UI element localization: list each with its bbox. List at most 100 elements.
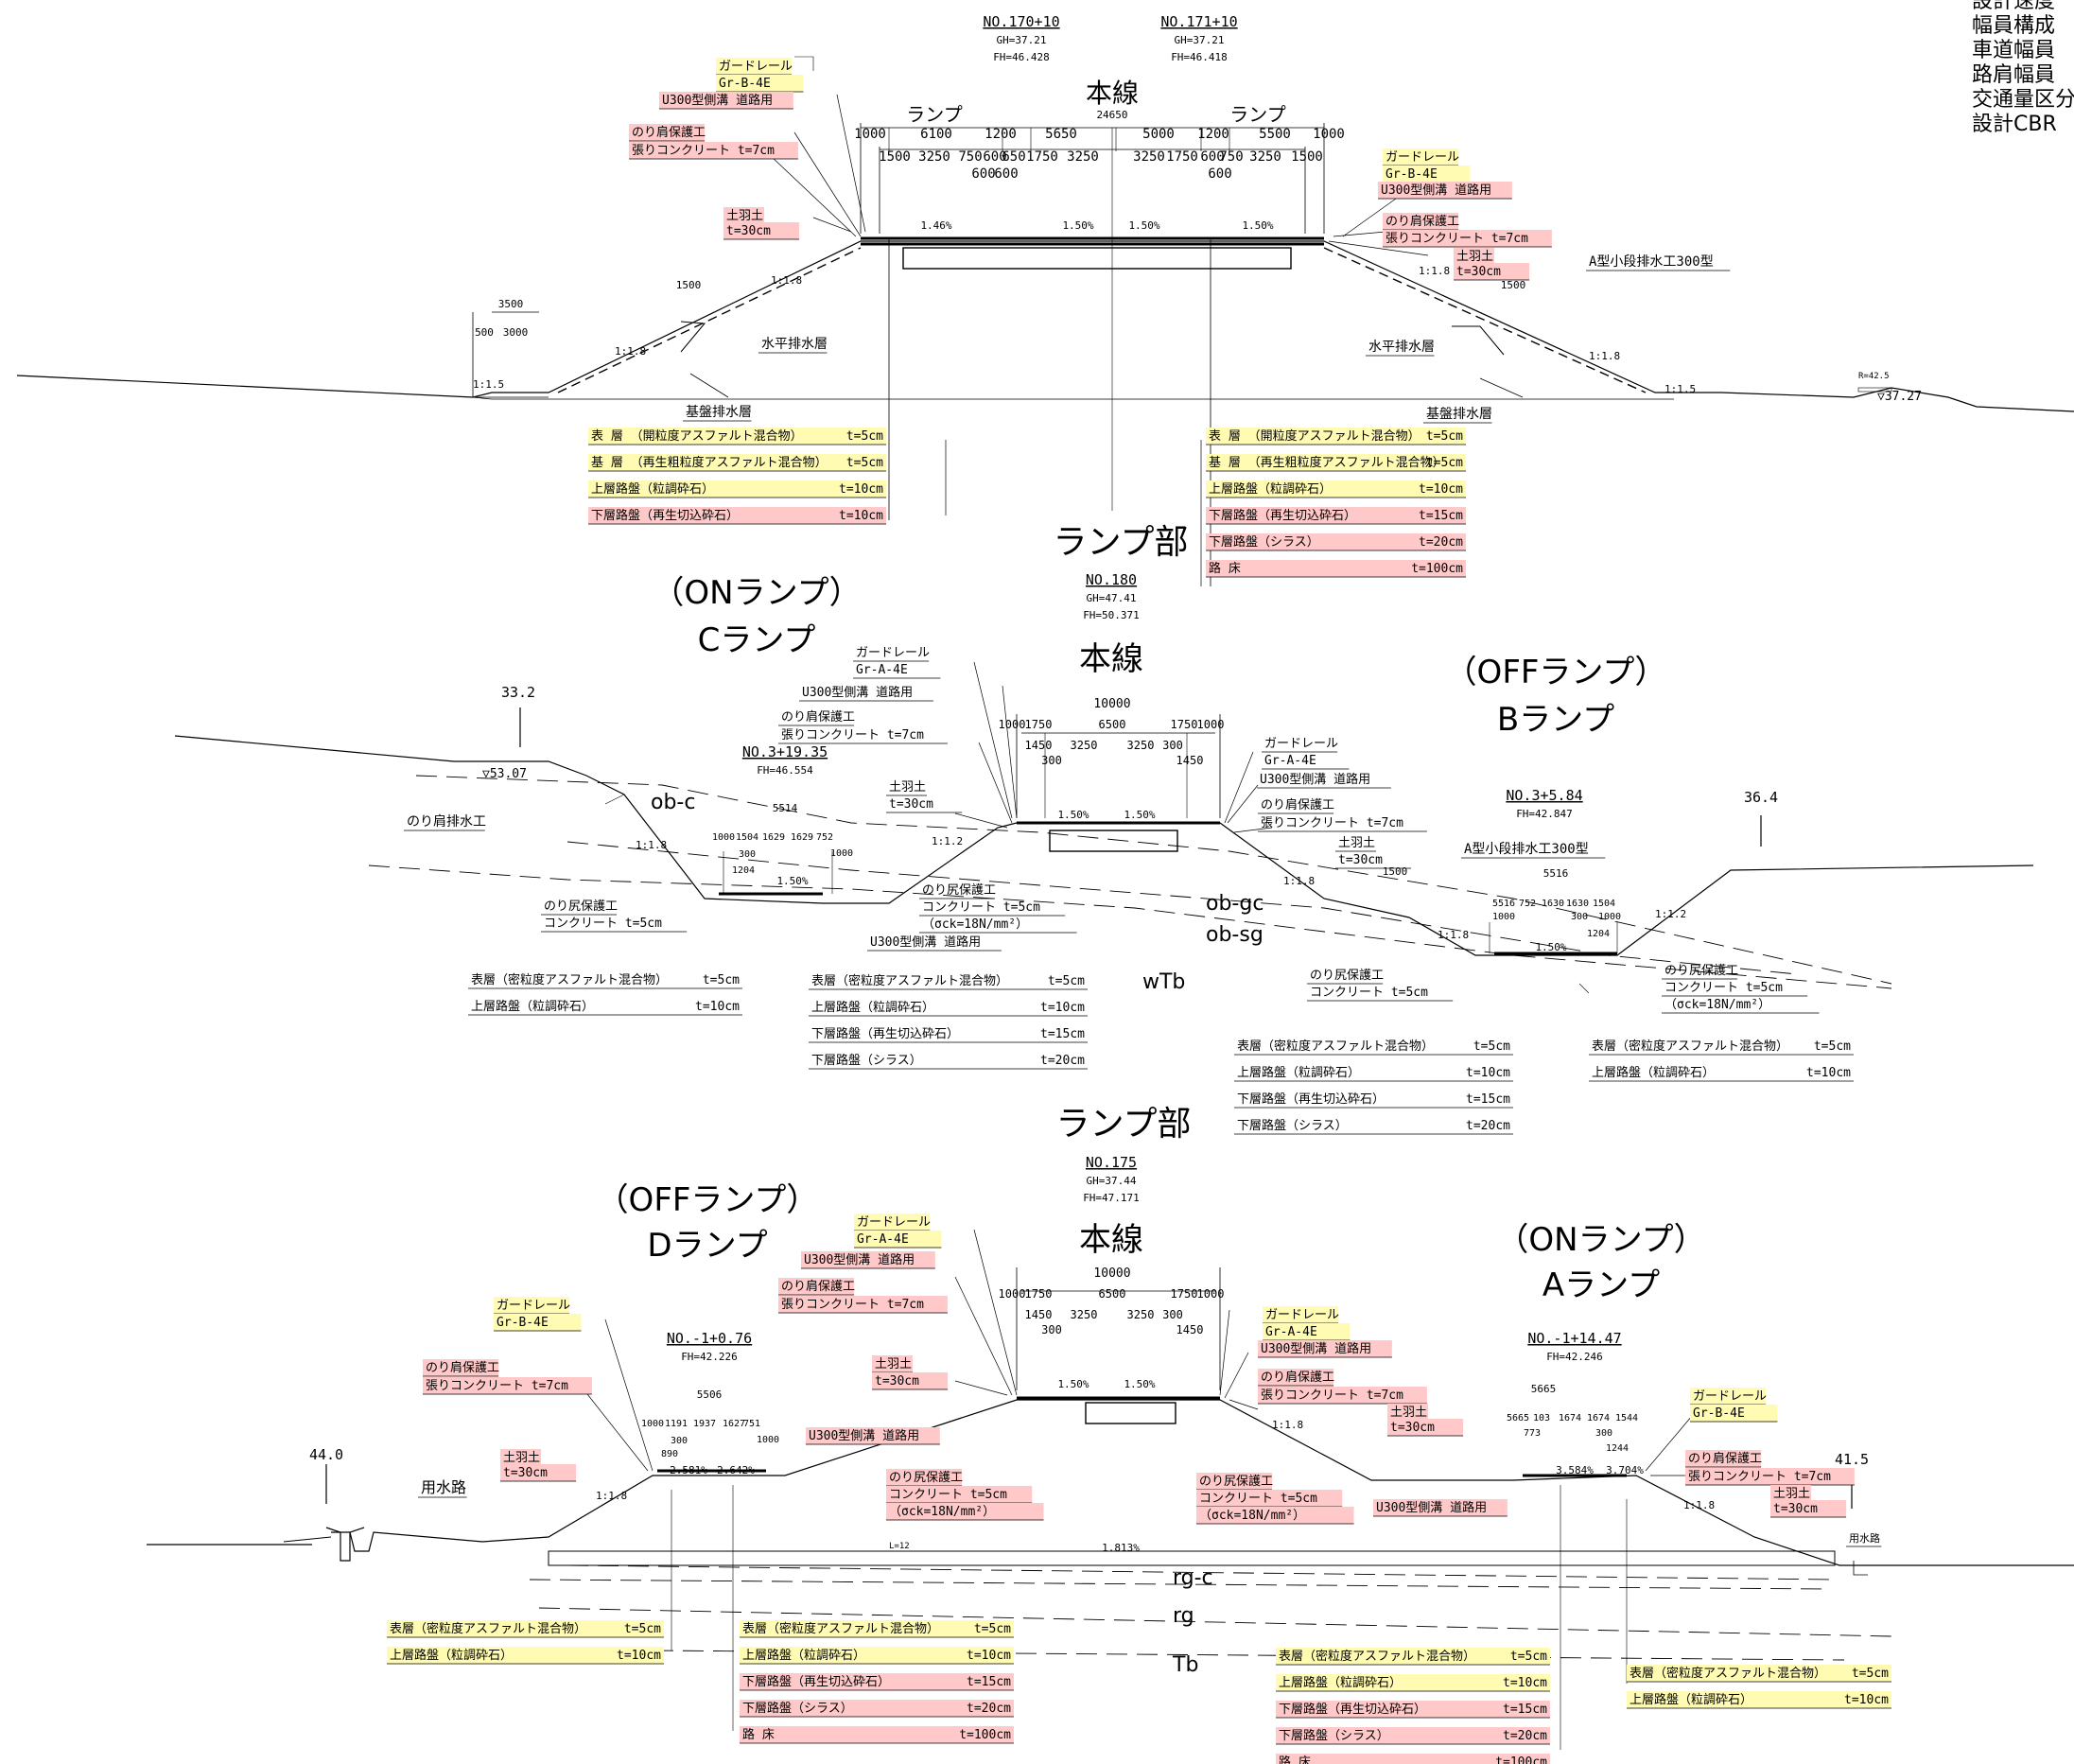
svg-text:t=10cm: t=10cm — [1806, 1066, 1851, 1080]
svg-text:上層路盤（粒調砕石）: 上層路盤（粒調砕石） — [1592, 1065, 1715, 1080]
svg-text:1674: 1674 — [1587, 1413, 1610, 1423]
svg-text:上層路盤（粒調砕石）: 上層路盤（粒調砕石） — [742, 1648, 865, 1663]
svg-text:下層路盤（再生切込砕石）: 下層路盤（再生切込砕石） — [1279, 1702, 1426, 1717]
svg-text:2.581%: 2.581% — [670, 1464, 707, 1476]
svg-text:コンクリート t=5cm: コンクリート t=5cm — [1310, 986, 1428, 1000]
svg-text:1:1.8: 1:1.8 — [596, 1490, 627, 1502]
pavement-layer-row: 下層路盤（再生切込砕石）t=15cm — [809, 1026, 1088, 1043]
svg-text:（ONランプ）: （ONランプ） — [1496, 1221, 1705, 1259]
svg-text:6500: 6500 — [1099, 1287, 1126, 1301]
svg-text:のり尻保護工: のり尻保護工 — [1664, 963, 1738, 978]
svg-text:コンクリート t=5cm: コンクリート t=5cm — [922, 900, 1040, 915]
svg-text:U300型側溝 道路用: U300型側溝 道路用 — [809, 1428, 919, 1443]
svg-text:1630: 1630 — [1566, 899, 1589, 909]
svg-text:▽37.27: ▽37.27 — [1877, 390, 1922, 404]
dimension-text: 1000 — [641, 1419, 664, 1429]
svg-text:t=20cm: t=20cm — [1419, 535, 1463, 550]
pavement-layer-row: 表 層 （開粒度アスファルト混合物）t=5cm — [1206, 428, 1466, 445]
svg-text:t=15cm: t=15cm — [1040, 1027, 1085, 1041]
svg-text:用水路: 用水路 — [421, 1478, 466, 1496]
svg-text:t=5cm: t=5cm — [1510, 1650, 1547, 1664]
design-panel-item: 路肩幅員 — [1972, 63, 2055, 87]
ramp-title: （OFFランプ） — [597, 1181, 819, 1219]
dimension-text: 300 — [671, 1436, 688, 1446]
geology-label: Tb — [1172, 1653, 1198, 1677]
svg-text:A型小段排水工300型: A型小段排水工300型 — [1464, 842, 1589, 857]
svg-text:1450: 1450 — [1025, 1308, 1053, 1321]
callout-label: Gr-A-4E — [853, 663, 941, 679]
callout-label: （σck=18N/mm²） — [919, 917, 1077, 934]
svg-text:のり肩保護工: のり肩保護工 — [632, 125, 706, 140]
dimension-text: 5000 — [1142, 127, 1175, 142]
svg-text:表層（密粒度アスファルト混合物）: 表層（密粒度アスファルト混合物） — [390, 1621, 586, 1636]
svg-text:t=30cm: t=30cm — [1773, 1502, 1818, 1516]
svg-text:1000: 1000 — [1598, 912, 1621, 922]
svg-text:のり尻保護工: のり尻保護工 — [922, 882, 996, 898]
svg-text:300: 300 — [1162, 739, 1183, 752]
svg-text:t=30cm: t=30cm — [1456, 265, 1501, 279]
elevation-text: 36.4 — [1744, 789, 1778, 806]
design-panel-item: 車道幅員 — [1972, 39, 2055, 62]
svg-text:路 床: 路 床 — [1279, 1755, 1311, 1764]
callout-label: 土羽土 — [1387, 1404, 1429, 1422]
callout-label: のり肩保護工 — [1258, 1369, 1334, 1387]
cross-slope-text: 2.642% — [717, 1464, 755, 1476]
svg-text:1450: 1450 — [1176, 754, 1204, 767]
dimension-text: 1504 — [736, 832, 758, 843]
section-main-title: 本線 — [1079, 640, 1143, 678]
callout-label: （σck=18N/mm²） — [886, 1503, 1044, 1521]
svg-text:t=5cm: t=5cm — [703, 973, 740, 987]
pavement-layer-row: 下層路盤（再生切込砕石）t=15cm — [1234, 1092, 1513, 1109]
dimension-text: 300 — [1595, 1428, 1612, 1439]
dimension-text: 3250 — [1127, 739, 1155, 752]
callout-label: のり尻保護工 — [541, 899, 618, 916]
svg-text:t=10cm: t=10cm — [967, 1649, 1011, 1663]
section-main-title: 本線 — [1079, 1221, 1143, 1259]
svg-text:基盤排水層: 基盤排水層 — [686, 404, 752, 420]
svg-text:t=5cm: t=5cm — [1852, 1667, 1889, 1681]
svg-text:300: 300 — [1595, 1428, 1612, 1439]
callout-label: t=30cm — [500, 1464, 577, 1482]
callout-label: のり肩保護工 — [629, 124, 706, 142]
callout-label: コンクリート t=5cm — [919, 900, 1066, 917]
dimension-text: 3250 — [1071, 739, 1098, 752]
geology-label: ob-gc — [1206, 892, 1264, 916]
svg-text:1000: 1000 — [1197, 1287, 1225, 1301]
svg-text:750: 750 — [958, 149, 982, 165]
callout-label: 水平排水層 — [1366, 340, 1435, 357]
svg-text:コンクリート t=5cm: コンクリート t=5cm — [1664, 981, 1783, 995]
svg-text:1000: 1000 — [712, 832, 735, 843]
cross-slope-text: 1.50% — [776, 875, 808, 887]
elevation-text: ▽53.07 — [482, 767, 527, 781]
dimension-text: 1000 — [830, 848, 853, 859]
svg-text:t=5cm: t=5cm — [974, 1622, 1011, 1636]
dimension-text: 1191 — [665, 1419, 688, 1429]
dimension-text: 5500 — [1259, 127, 1291, 142]
pavement-layer-row: 表層（密粒度アスファルト混合物）t=5cm — [1276, 1648, 1550, 1666]
svg-text:t=100cm: t=100cm — [1495, 1755, 1547, 1764]
svg-text:表層（密粒度アスファルト混合物）: 表層（密粒度アスファルト混合物） — [1592, 1039, 1788, 1054]
dimension-text: 5516 — [1492, 899, 1515, 909]
elevation-text: 33.2 — [501, 684, 535, 701]
svg-text:のり尻保護工: のり尻保護工 — [1310, 968, 1384, 983]
callout-label: Gr-B-4E — [716, 75, 804, 93]
svg-text:張りコンクリート t=7cm: 張りコンクリート t=7cm — [1261, 1388, 1403, 1403]
dimension-text: 1629 — [791, 832, 813, 843]
callout-label: t=30cm — [1335, 853, 1412, 869]
callout-label: 張りコンクリート t=7cm — [423, 1377, 592, 1395]
svg-text:t=20cm: t=20cm — [1040, 1054, 1085, 1068]
dimension-text: 1750 — [1171, 1287, 1198, 1301]
svg-text:ob-c: ob-c — [651, 791, 695, 814]
callout-label: U300型側溝 道路用 — [801, 1251, 935, 1269]
svg-text:上層路盤（粒調砕石）: 上層路盤（粒調砕石） — [390, 1648, 513, 1663]
dimension-text: 1630 — [1566, 899, 1589, 909]
callout-label: t=30cm — [723, 222, 800, 240]
svg-text:1:1.8: 1:1.8 — [636, 839, 667, 851]
dimension-text: 1000 — [1197, 1287, 1225, 1301]
slope-ratio-text: 1:1.2 — [932, 835, 963, 847]
pavement-layer-row: 基 層 （再生粗粒度アスファルト混合物）t=5cm — [588, 454, 886, 472]
svg-text:750: 750 — [1219, 149, 1243, 165]
station-gh: GH=37.21 — [997, 34, 1047, 46]
svg-text:土羽土: 土羽土 — [889, 780, 926, 795]
